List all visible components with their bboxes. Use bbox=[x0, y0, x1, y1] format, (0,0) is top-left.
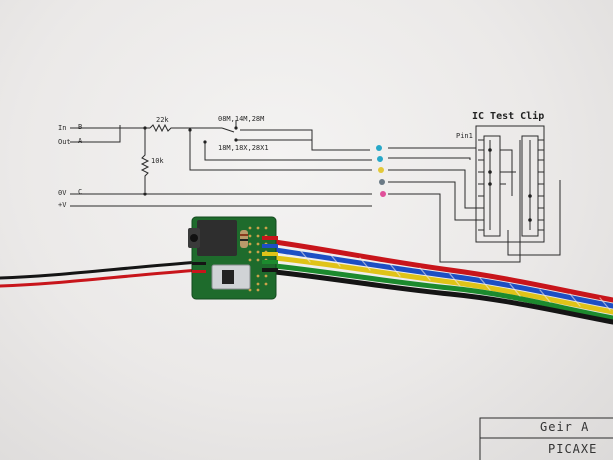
label-pin-b: B bbox=[78, 123, 83, 131]
pcb-board bbox=[188, 216, 278, 300]
colored-markers bbox=[376, 145, 386, 197]
label-resistor-22k: 22k bbox=[156, 116, 169, 124]
label-resistor-10k: 10k bbox=[151, 157, 164, 165]
label-ic-test-clip: IC Test Clip bbox=[472, 111, 545, 122]
label-pin-c: C bbox=[78, 188, 83, 196]
label-plus-v: +V bbox=[58, 201, 67, 209]
junction-dots bbox=[143, 126, 532, 222]
title-block-author: Geir A bbox=[540, 420, 590, 434]
title-block-project: PICAXE bbox=[548, 442, 598, 456]
label-in: In bbox=[58, 124, 67, 132]
twisted-cable bbox=[272, 239, 613, 325]
label-pin-a: A bbox=[78, 137, 83, 145]
label-switch-top: 08M,14M,28M bbox=[218, 115, 265, 123]
label-switch-bottom: 18M,18X,28X1 bbox=[218, 144, 269, 152]
label-out: Out bbox=[58, 138, 71, 146]
left-wires bbox=[0, 260, 202, 288]
label-pin1: Pin1 bbox=[456, 132, 473, 140]
schematic-lines bbox=[70, 120, 613, 460]
label-0v: 0V bbox=[58, 189, 67, 197]
